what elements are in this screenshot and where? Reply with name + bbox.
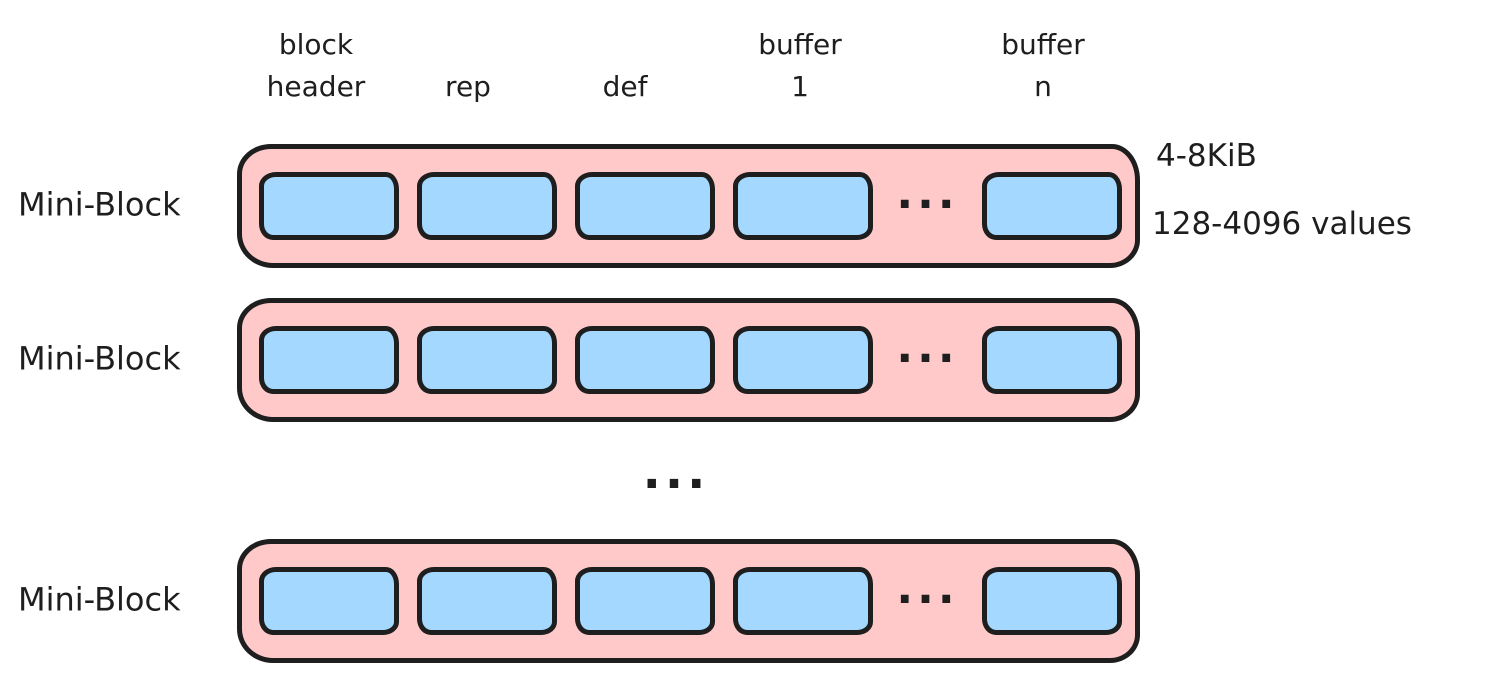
- column-header-line: def: [602, 70, 648, 103]
- mini-block-row-1: Mini-Block ...: [0, 144, 1496, 268]
- column-header-block-header: block header: [226, 14, 406, 108]
- def-cell: [575, 326, 715, 394]
- buffer-n-cell: [982, 567, 1122, 635]
- ellipsis-icon: ...: [896, 563, 959, 614]
- mini-block-container: ...: [237, 298, 1140, 422]
- mini-block-label: Mini-Block: [18, 185, 181, 224]
- column-header-line: 1: [791, 70, 809, 103]
- ellipsis-icon: ...: [896, 322, 959, 373]
- column-header-line: header: [266, 70, 366, 103]
- column-header-line: buffer: [758, 28, 842, 61]
- column-header-rep: rep: [378, 14, 558, 108]
- mini-block-container: ...: [237, 144, 1140, 268]
- mini-block-row-2: Mini-Block ...: [0, 298, 1496, 422]
- block-header-cell: [259, 172, 399, 240]
- block-header-cell: [259, 326, 399, 394]
- rep-cell: [417, 567, 557, 635]
- value-range-annotation: 128-4096 values: [1152, 206, 1412, 242]
- column-header-buffer-n: buffer n: [953, 14, 1133, 108]
- buffer-n-cell: [982, 172, 1122, 240]
- def-cell: [575, 567, 715, 635]
- def-cell: [575, 172, 715, 240]
- ellipsis-icon: ...: [896, 168, 959, 219]
- buffer-1-cell: [733, 326, 873, 394]
- buffer-1-cell: [733, 567, 873, 635]
- mini-block-label: Mini-Block: [18, 339, 181, 378]
- column-header-def: def: [535, 14, 715, 108]
- column-header-line: block: [278, 28, 354, 61]
- rows-ellipsis-icon: ...: [642, 444, 710, 500]
- column-header-line: rep: [445, 70, 491, 103]
- rep-cell: [417, 172, 557, 240]
- column-header-buffer-1: buffer 1: [710, 14, 890, 108]
- mini-block-row-3: Mini-Block ...: [0, 539, 1496, 663]
- buffer-n-cell: [982, 326, 1122, 394]
- buffer-1-cell: [733, 172, 873, 240]
- block-header-cell: [259, 567, 399, 635]
- mini-block-container: ...: [237, 539, 1140, 663]
- column-header-line: buffer: [1001, 28, 1085, 61]
- size-range-annotation: 4-8KiB: [1156, 138, 1257, 174]
- mini-block-label: Mini-Block: [18, 580, 181, 619]
- rep-cell: [417, 326, 557, 394]
- column-header-line: n: [1034, 70, 1052, 103]
